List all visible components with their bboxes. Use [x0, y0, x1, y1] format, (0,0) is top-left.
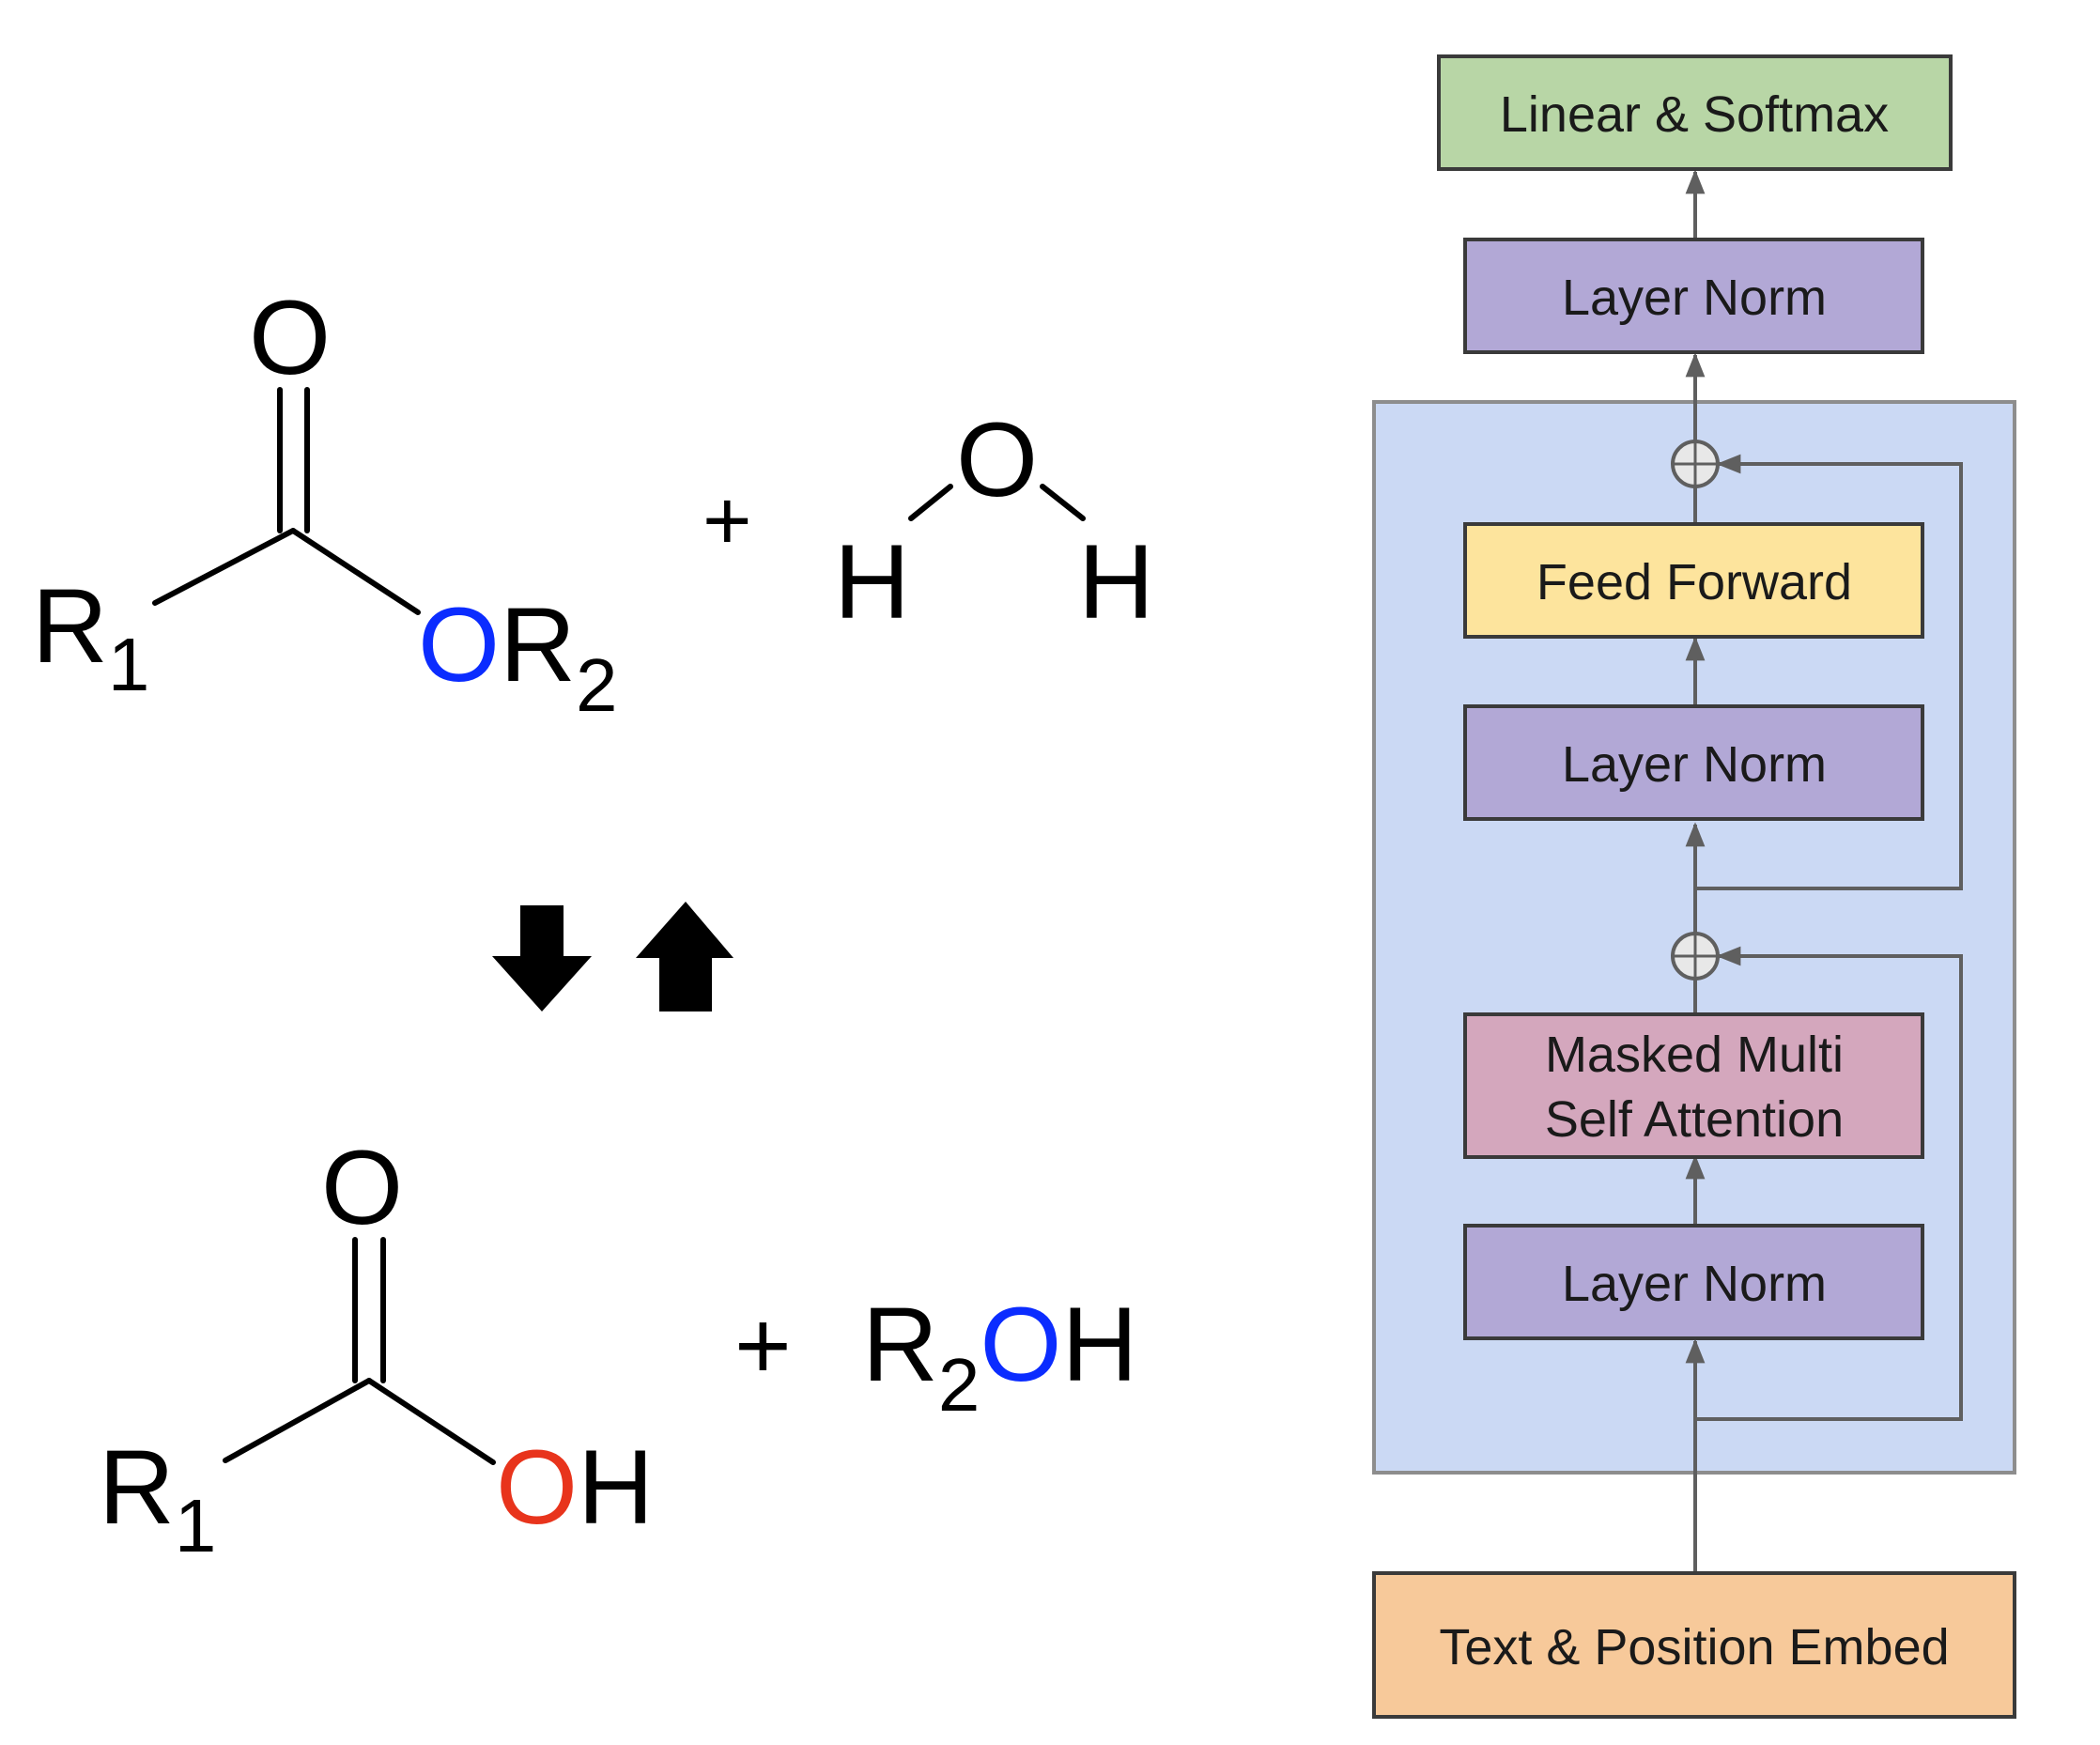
- acid-bond-r1: [223, 1378, 372, 1463]
- svg-text:Layer Norm: Layer Norm: [1562, 270, 1827, 326]
- ester-or2-label: OR2: [418, 586, 618, 727]
- svg-text:Linear & Softmax: Linear & Softmax: [1500, 86, 1889, 143]
- ffn-layer-norm-block: Layer Norm: [1463, 704, 1924, 821]
- carboxylic-acid-molecule: O R1 OH: [99, 1129, 654, 1567]
- water-oxygen: O: [956, 401, 1038, 518]
- acid-carbonyl-oxygen: O: [321, 1129, 403, 1246]
- alcohol-label: R2OH: [862, 1286, 1137, 1427]
- text-position-embed-block: Text & Position Embed: [1372, 1571, 2016, 1719]
- residual-add-node-ffn: [1671, 440, 1720, 488]
- residual-connection-attention: [1695, 946, 1963, 1421]
- attention-layer-norm-block: Layer Norm: [1463, 1224, 1924, 1340]
- plus-sign-bottom: +: [734, 1291, 792, 1400]
- svg-text:Feed Forward: Feed Forward: [1536, 554, 1852, 610]
- ester-hydrolysis-reaction: O R1 OR2 + O H H O R1: [32, 279, 1154, 1567]
- acid-r1-label: R1: [99, 1428, 216, 1567]
- forward-arrow-icon: [492, 905, 592, 1011]
- masked-multi-self-attention-block: Masked Multi Self Attention: [1463, 1012, 1924, 1159]
- ester-bond-o: [290, 528, 421, 615]
- transformer-decoder-diagram: Linear & Softmax Layer Norm Feed Forward…: [1372, 54, 2016, 1719]
- residual-connection-ffn: [1695, 454, 1963, 890]
- water-hydrogen-right: H: [1078, 523, 1154, 641]
- acid-oh-label: OH: [496, 1428, 654, 1546]
- svg-text:Self Attention: Self Attention: [1545, 1091, 1844, 1148]
- svg-text:Masked Multi: Masked Multi: [1545, 1027, 1844, 1083]
- water-molecule: O H H: [834, 401, 1154, 641]
- ester-bond-r1: [152, 528, 296, 606]
- feed-forward-block: Feed Forward: [1463, 522, 1924, 639]
- ester-r1-label: R1: [32, 567, 149, 706]
- equilibrium-arrows: [492, 902, 733, 1011]
- water-hydrogen-left: H: [834, 523, 910, 641]
- plus-sign-top: +: [703, 474, 752, 568]
- ester-carbonyl-oxygen: O: [249, 279, 331, 396]
- svg-text:Text & Position Embed: Text & Position Embed: [1439, 1619, 1949, 1676]
- final-layer-norm-block: Layer Norm: [1463, 238, 1924, 354]
- svg-text:Layer Norm: Layer Norm: [1562, 1256, 1827, 1312]
- reverse-arrow-icon: [636, 902, 733, 1011]
- linear-softmax-block: Linear & Softmax: [1437, 54, 1953, 171]
- water-bond-left: [908, 484, 953, 521]
- acid-bond-oh: [366, 1378, 496, 1465]
- ester-molecule: O R1 OR2: [32, 279, 618, 727]
- residual-add-node-attention: [1671, 932, 1720, 981]
- svg-text:Layer Norm: Layer Norm: [1562, 736, 1827, 793]
- water-bond-right: [1040, 484, 1086, 521]
